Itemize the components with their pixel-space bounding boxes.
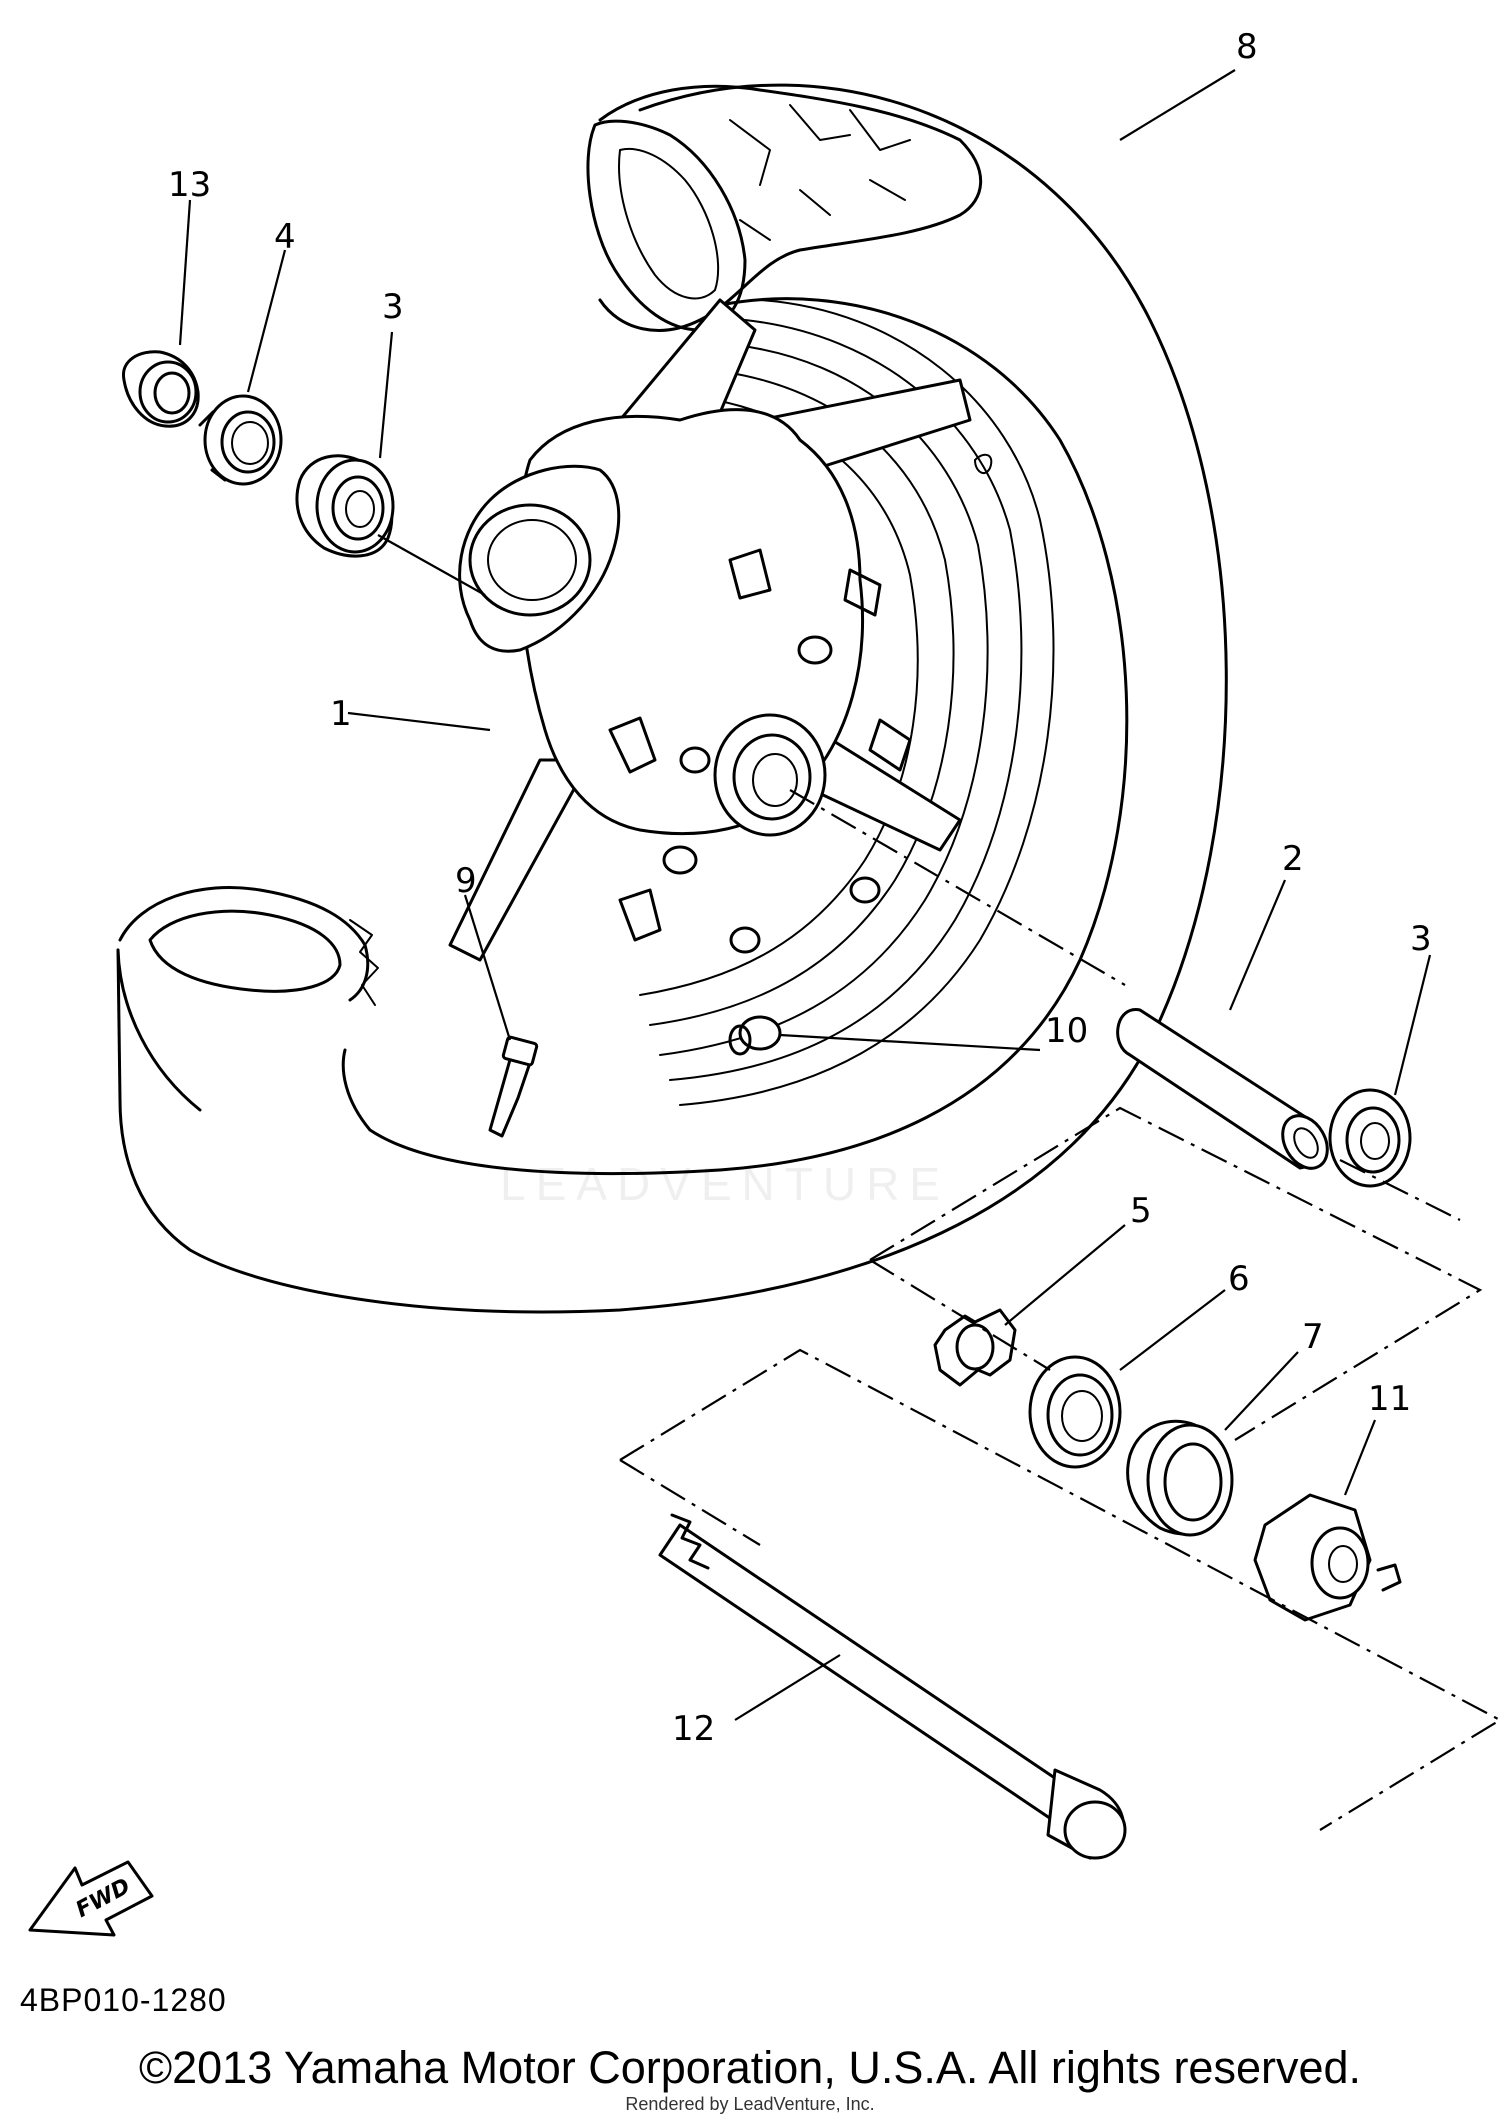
callout-12: 12 (672, 1709, 715, 1749)
collar-13 (122, 350, 200, 428)
gear-unit-5 (933, 1308, 1017, 1387)
valve (488, 1035, 539, 1138)
rendered-by-text: Rendered by LeadVenture, Inc. (625, 2094, 875, 2114)
fwd-arrow: FWD (28, 1860, 154, 1937)
callout-6: 6 (1228, 1259, 1250, 1299)
copyright-text: ©2013 Yamaha Motor Corporation, U.S.A. A… (138, 2042, 1362, 2093)
balance-weight (728, 1015, 782, 1056)
callout-1: 1 (330, 694, 352, 734)
callout-9: 9 (455, 861, 477, 901)
spacer-2 (1116, 1008, 1329, 1170)
oil-seal-4 (198, 394, 283, 486)
callout-4: 4 (274, 217, 296, 257)
callout-5: 5 (1130, 1191, 1152, 1231)
callout-7: 7 (1302, 1317, 1324, 1357)
callout-3-left: 3 (382, 287, 404, 327)
watermark: LEADVENTURE (500, 1158, 950, 1210)
callout-2: 2 (1282, 839, 1304, 879)
callout-8: 8 (1236, 27, 1258, 67)
axle-12 (658, 1513, 1127, 1860)
callouts: 8 13 4 3 1 9 2 3 10 5 6 7 11 12 (168, 27, 1432, 1749)
callout-13: 13 (168, 165, 211, 205)
bearing-3-right (1328, 1088, 1412, 1188)
oil-seal-6 (1028, 1355, 1122, 1469)
bearing-3-left (295, 454, 395, 558)
collar-7 (1126, 1419, 1234, 1537)
callout-11: 11 (1368, 1379, 1411, 1419)
nut-11 (1253, 1493, 1402, 1622)
callout-10: 10 (1045, 1011, 1088, 1051)
callout-3-right: 3 (1410, 919, 1432, 959)
wheel-hub (448, 298, 993, 962)
diagram-code: 4BP010-1280 (20, 1982, 227, 2018)
